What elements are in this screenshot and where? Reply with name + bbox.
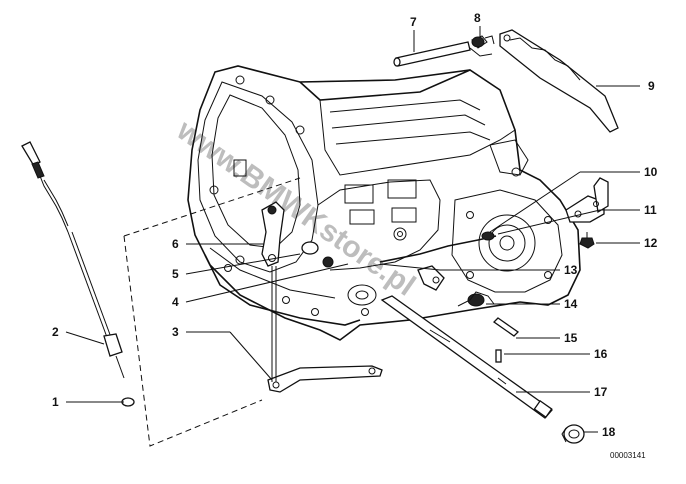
part-5-bushing — [301, 241, 334, 268]
callout-17: 17 — [594, 385, 608, 399]
callout-2: 2 — [52, 325, 59, 339]
callout-3: 3 — [172, 325, 179, 339]
shift-cable-assembly — [21, 141, 135, 407]
part-6-lever — [261, 201, 285, 267]
part-17-shaft — [380, 295, 553, 419]
callout-7: 7 — [410, 15, 417, 29]
part-12-bolt — [579, 232, 595, 249]
part-11-bracket — [565, 177, 609, 223]
part-18-nut — [561, 424, 585, 444]
part-16-pin — [495, 349, 502, 363]
reference-number: 00003141 — [610, 451, 646, 460]
transmission-housing — [187, 65, 581, 341]
part-7-pin — [393, 41, 471, 67]
callout-13: 13 — [564, 263, 578, 277]
callout-10: 10 — [644, 165, 658, 179]
part-13-selector-lever — [417, 265, 445, 291]
callout-15: 15 — [564, 331, 578, 345]
callout-11: 11 — [644, 203, 657, 217]
callout-18: 18 — [602, 425, 616, 439]
callout-4: 4 — [172, 295, 179, 309]
part-9-detent-plate — [499, 29, 619, 133]
part-3-linkage — [267, 365, 383, 393]
part-15-pin — [492, 317, 520, 337]
callout-1: 1 — [52, 395, 59, 409]
callout-5: 5 — [172, 267, 179, 281]
callout-14: 14 — [564, 297, 578, 311]
assembly-dashed-lines — [123, 177, 301, 447]
callout-16: 16 — [594, 347, 608, 361]
callout-12: 12 — [644, 236, 658, 250]
part-8-spring — [469, 35, 495, 57]
part-10-cable — [379, 231, 497, 263]
callout-6: 6 — [172, 237, 179, 251]
callout-8: 8 — [474, 11, 481, 25]
watermark: www.BMWKstore.pl — [170, 113, 421, 302]
callout-labels: 1 2 3 4 5 6 7 8 9 10 11 12 13 14 15 16 1… — [52, 11, 658, 439]
leader-lines — [65, 26, 640, 433]
callout-9: 9 — [648, 79, 655, 93]
part-14-spring — [457, 291, 495, 307]
